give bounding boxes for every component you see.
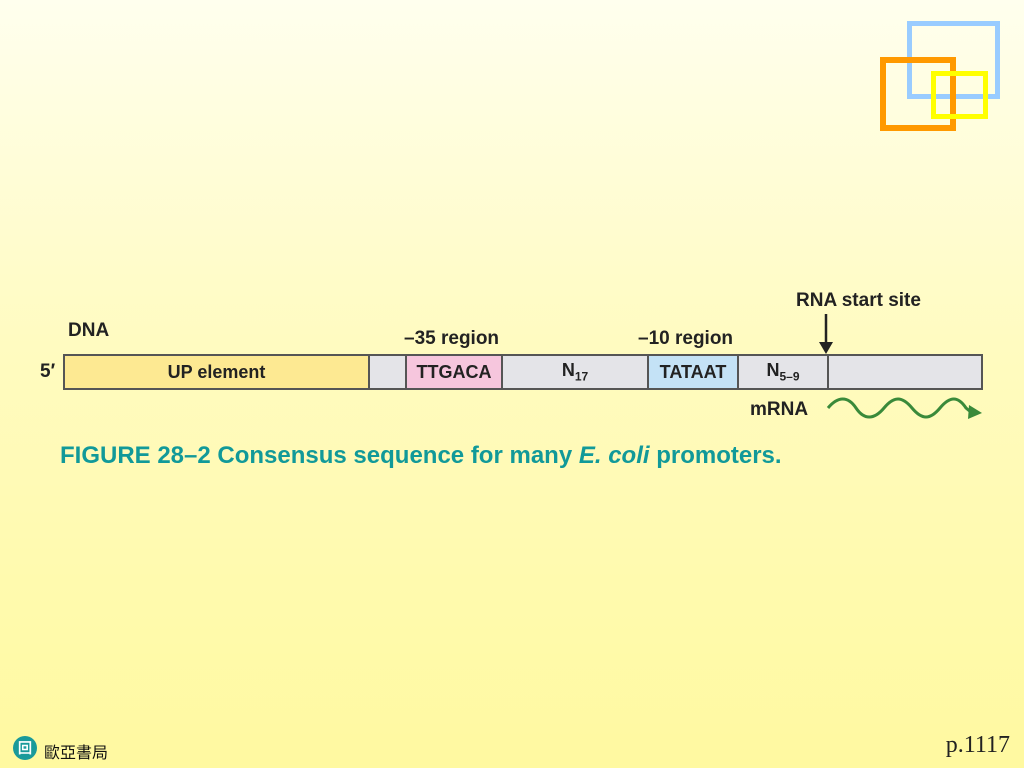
minus35-region-label: –35 region [404,328,500,349]
spacer-segment [370,356,407,388]
tataat-segment: TATAAT [649,356,739,388]
n5-9-label: N5–9 [766,360,800,384]
caption-italic: E. coli [578,442,650,469]
ttgaca-segment: TTGACA [407,356,503,388]
up-element-segment: UP element [65,356,370,388]
publisher-name: 歐亞書局 [44,745,109,762]
caption-prefix: FIGURE 28–2 Consensus sequence for many [60,442,579,469]
decor-square-orange [880,57,956,131]
transcribed-segment [829,356,981,388]
dna-label: DNA [68,320,110,341]
page-number: p.1117 [945,732,1010,758]
decor-square-yellow [931,71,988,119]
publisher-logo-icon: 回 [13,736,37,760]
rna-start-site-label: RNA start site [796,290,921,311]
start-site-arrow-icon [819,314,833,354]
ttgaca-label: TTGACA [416,361,492,382]
up-element-label: UP element [167,361,266,382]
minus10-region-label: –10 region [638,328,734,349]
mrna-label: mRNA [750,399,809,420]
mrna-wave-icon [826,397,982,419]
n5-9-segment: N5–9 [739,356,829,388]
five-prime-label: 5′ [40,361,56,382]
n17-label: N17 [561,360,589,384]
dna-bar: UP element TTGACA N17 TATAAT N5–9 [63,354,983,390]
figure-caption: FIGURE 28–2 Consensus sequence for many … [60,442,782,470]
n17-segment: N17 [503,356,649,388]
tataat-label: TATAAT [659,361,727,382]
caption-suffix: promoters. [649,442,782,469]
